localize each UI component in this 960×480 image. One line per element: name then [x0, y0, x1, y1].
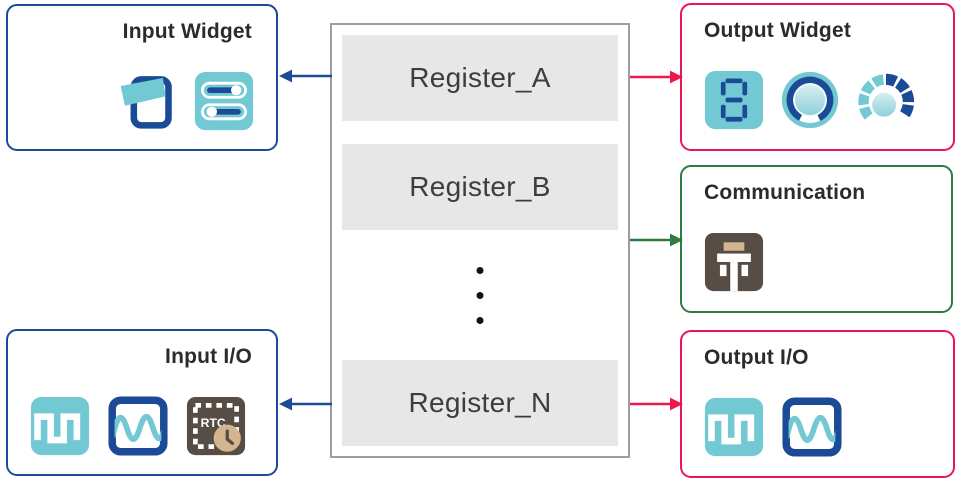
output-io-icons — [704, 397, 931, 457]
arrow-to-communication — [628, 230, 686, 250]
ellipsis-dot — [476, 267, 484, 274]
output-io-box: Output I/O — [680, 330, 955, 478]
sine-wave-icon — [108, 396, 168, 456]
seven-segment-icon — [704, 70, 764, 130]
arrow-to-input-widget — [276, 66, 334, 86]
input-widget-title: Input Widget — [122, 20, 252, 43]
square-wave-icon — [30, 396, 90, 456]
register-stack: Register_A Register_B Register_N — [330, 23, 630, 458]
knob-icon — [780, 70, 840, 130]
rocker-switch-icon — [116, 71, 176, 131]
input-io-icons: RTC — [30, 396, 254, 456]
communication-box: Communication — [680, 165, 953, 313]
output-io-title: Output I/O — [704, 346, 809, 369]
arrow-to-input-io — [276, 394, 334, 414]
register-row: Register_B — [342, 144, 618, 230]
gauge-icon — [856, 70, 916, 130]
register-row: Register_A — [342, 35, 618, 121]
sine-wave-icon — [782, 397, 842, 457]
register-row: Register_N — [342, 360, 618, 446]
input-io-title: Input I/O — [165, 345, 252, 368]
output-widget-box: Output Widget — [680, 3, 955, 151]
rtc-icon: RTC — [186, 396, 246, 456]
arrow-to-output-widget — [628, 67, 686, 87]
sliders-icon — [194, 71, 254, 131]
input-widget-icons — [30, 71, 254, 131]
input-io-box: Input I/O RTC — [6, 329, 278, 476]
communication-title: Communication — [704, 181, 866, 204]
input-widget-box: Input Widget — [6, 4, 278, 151]
ellipsis-dot — [476, 317, 484, 324]
output-widget-icons — [704, 70, 931, 130]
arrow-to-output-io — [628, 394, 686, 414]
square-wave-icon — [704, 397, 764, 457]
rtc-label: RTC — [201, 416, 226, 430]
ellipsis-dot — [476, 292, 484, 299]
connector-icon — [704, 232, 764, 292]
output-widget-title: Output Widget — [704, 19, 852, 42]
communication-icons — [704, 232, 929, 292]
